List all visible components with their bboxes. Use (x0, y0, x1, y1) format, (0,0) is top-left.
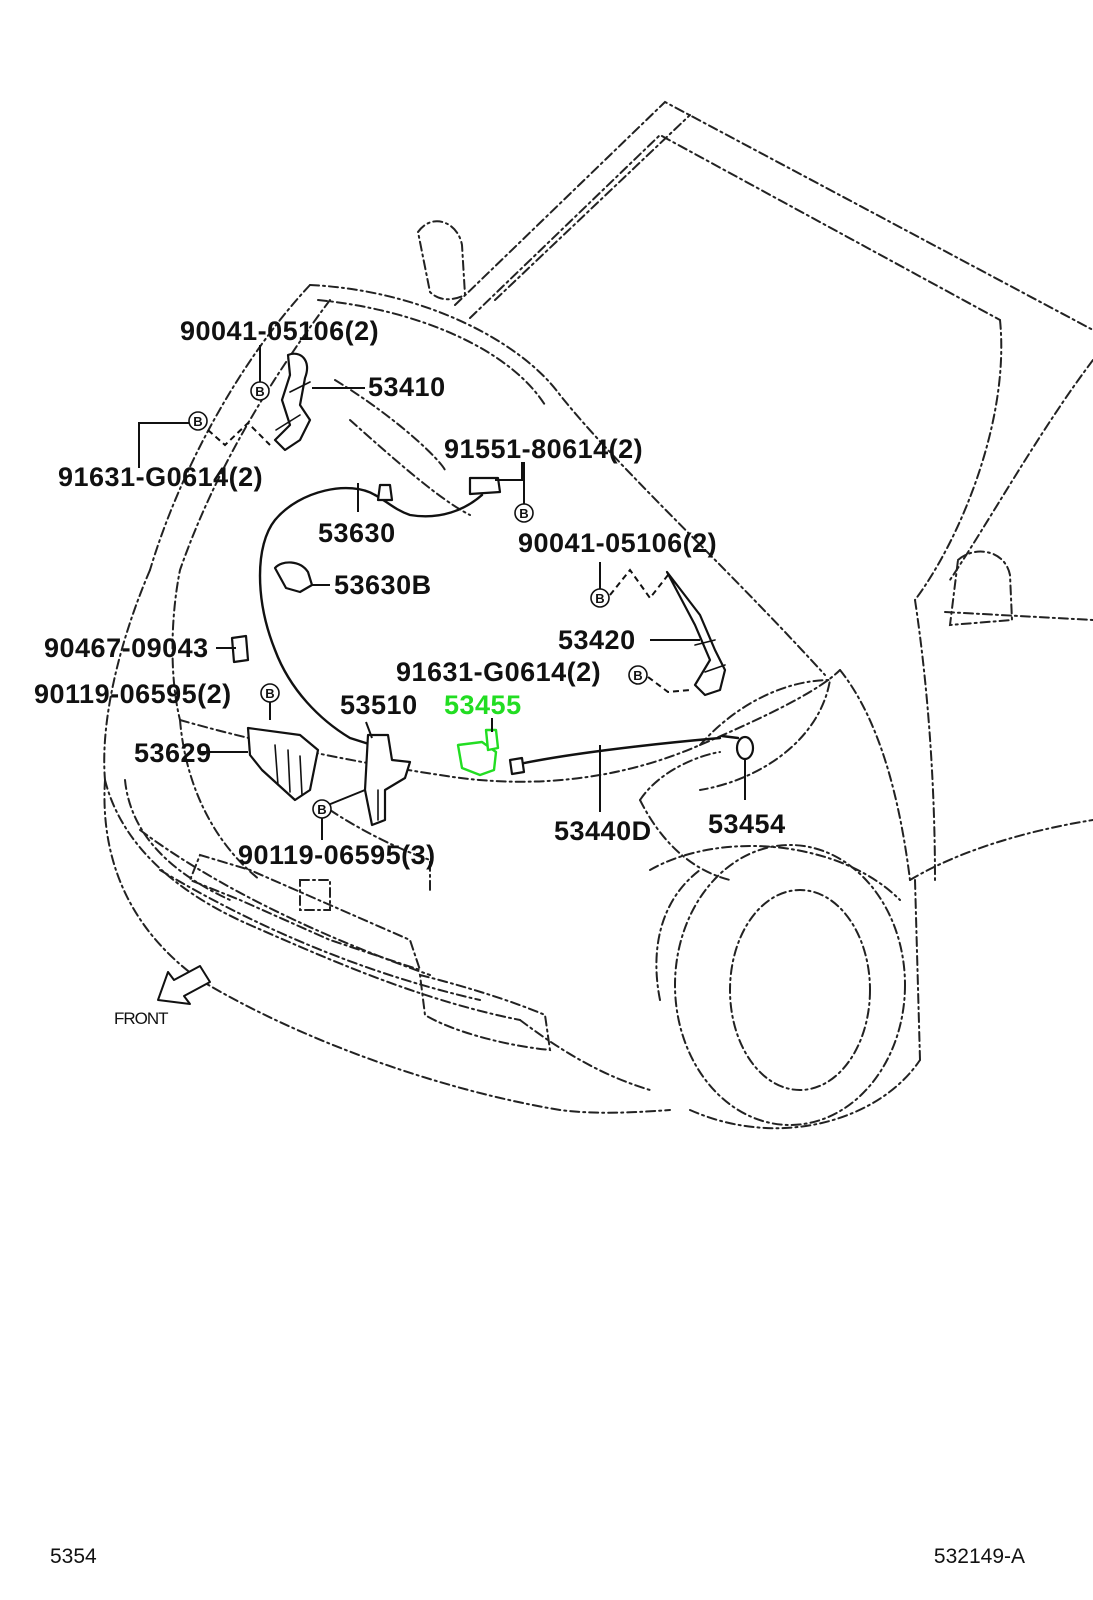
callout-c16[interactable]: 53440D (554, 816, 652, 846)
front-label: FRONT (114, 1009, 168, 1028)
bolt-marker-text: B (317, 802, 326, 817)
hood-lock-cover-53455-part (456, 728, 500, 777)
callout-labels: 90041-05106(2) 53410 91551-80614(2) 9163… (34, 316, 786, 870)
bolt-marker-3: B (514, 503, 534, 523)
callout-c8[interactable]: 53420 (558, 625, 636, 655)
hood-rod-part (508, 734, 740, 776)
hinge-left-part (273, 352, 312, 452)
bolt-marker-1: B (250, 381, 270, 401)
cover-53629-part (246, 726, 320, 802)
bolt-marker-text: B (633, 668, 642, 683)
hood-lock-part (363, 733, 412, 827)
cable-clamp-part (273, 561, 314, 594)
bolt-marker-5: B (628, 665, 648, 685)
bolt-marker-text: B (193, 414, 202, 429)
front-direction-indicator: FRONT (114, 965, 211, 1028)
leader-lines (138, 345, 746, 840)
clip-90467-part (230, 634, 250, 664)
callout-c7[interactable]: 53630B (334, 570, 432, 600)
callout-c9[interactable]: 90467-09043 (44, 633, 209, 663)
hinge-right-part (665, 570, 727, 697)
bolt-marker-4: B (590, 588, 610, 608)
bolt-marker-text: B (255, 384, 264, 399)
callout-c12[interactable]: 53510 (340, 690, 418, 720)
callout-c1[interactable]: 90041-05106(2) (180, 316, 379, 346)
front-arrow-icon (157, 965, 211, 1005)
callout-c11[interactable]: 90119-06595(2) (34, 679, 232, 709)
callout-c17[interactable]: 90119-06595(3) (238, 840, 436, 870)
release-cable-part (258, 476, 502, 747)
footer-illustration-code: 532149-A (934, 1545, 1025, 1568)
bolt-marker-text: B (595, 591, 604, 606)
footer-group-code: 5354 (50, 1545, 97, 1568)
callout-c14[interactable]: 53629 (134, 738, 212, 768)
bolt-marker-2: B (188, 411, 208, 431)
callout-c2[interactable]: 53410 (368, 372, 446, 402)
vehicle-outline (103, 100, 1093, 1130)
bolt-marker-6: B (260, 683, 280, 703)
bolt-marker-text: B (265, 686, 274, 701)
bolt-marker-7: B (312, 799, 332, 819)
callout-c3[interactable]: 91551-80614(2) (444, 434, 643, 464)
callout-c6[interactable]: 90041-05106(2) (518, 528, 717, 558)
callout-c15[interactable]: 53454 (708, 809, 786, 839)
bolt-marker-text: B (519, 506, 528, 521)
callout-c13-highlighted[interactable]: 53455 (444, 690, 522, 720)
callout-c5[interactable]: 53630 (318, 518, 396, 548)
hood-rod-holder-part (735, 735, 755, 761)
callout-c10[interactable]: 91631-G0614(2) (396, 657, 601, 687)
callout-c4[interactable]: 91631-G0614(2) (58, 462, 263, 492)
